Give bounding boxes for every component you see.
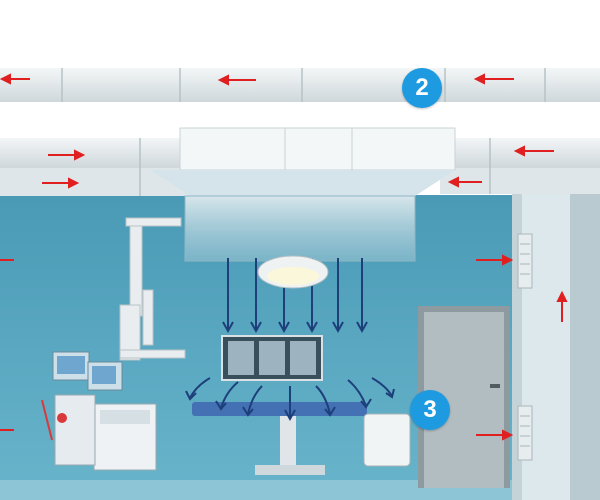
supply-air-arrows [222,258,368,334]
xray-monitor [221,335,323,381]
callout-number: 2 [415,74,429,101]
ceiling-pendant-arm [119,217,186,361]
upper-air-duct [0,68,600,102]
callout-number: 3 [423,396,437,423]
outflow-arrows [185,377,395,422]
door-icon [418,306,510,488]
side-cart [363,413,411,467]
callout-badge-3: 3 [410,390,450,430]
red-arrow-icon [0,73,568,441]
callout-badge-2: 2 [402,68,442,108]
return-grille-icon [517,233,533,461]
anesthesia-machine-icon [41,351,157,471]
surgical-lamp-icon [257,255,329,289]
operating-table-icon [192,402,367,475]
laminar-flow-plenum [150,127,456,262]
